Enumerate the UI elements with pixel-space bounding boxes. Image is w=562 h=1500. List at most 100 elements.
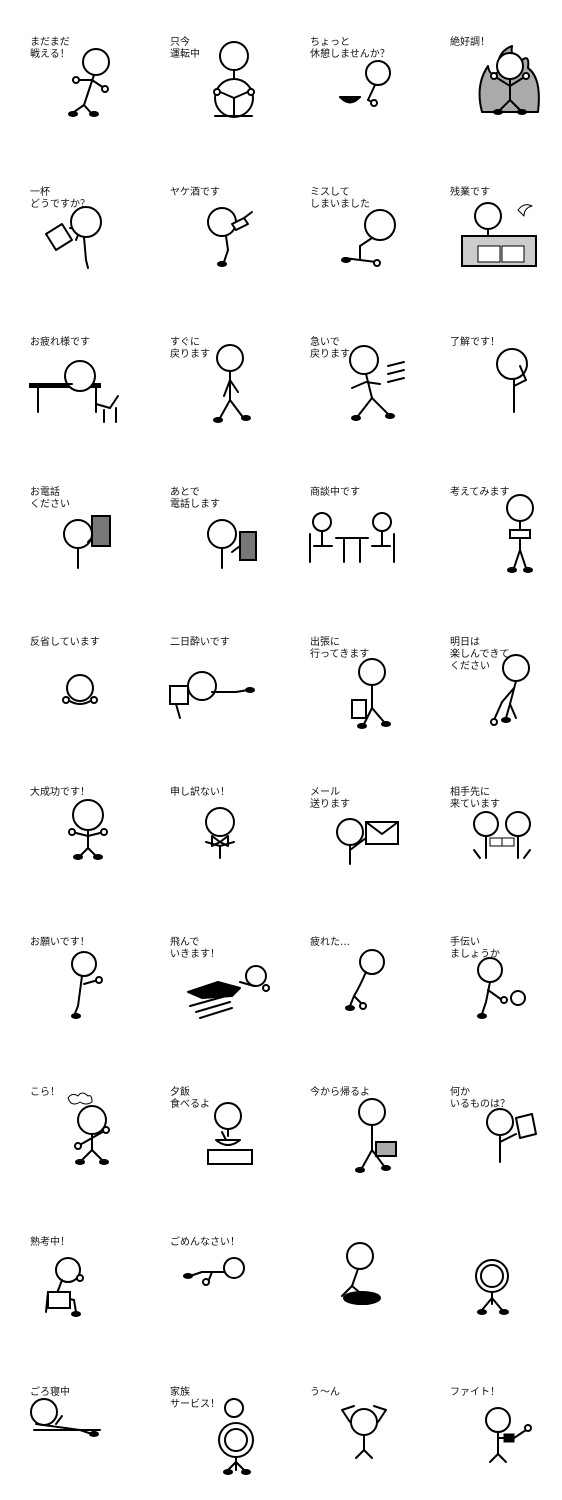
sticker-fight[interactable]: ファイト！ bbox=[420, 1350, 560, 1500]
stick-figure-angry bbox=[67, 1092, 110, 1165]
sticker-angry[interactable]: こら！ bbox=[0, 1050, 140, 1200]
sticker-caption: 急いで 戻ります bbox=[310, 337, 350, 360]
sticker-hole[interactable] bbox=[280, 1200, 420, 1350]
stick-figure-tea-break bbox=[339, 60, 391, 107]
sticker-caption: 絶好調！ bbox=[450, 37, 490, 48]
sticker-caption: 夕飯 食べるよ bbox=[170, 1087, 210, 1110]
sticker-caption: お疲れ様です bbox=[30, 337, 90, 348]
sticker-caption: まだまだ 戦える！ bbox=[30, 37, 70, 60]
stick-figure-holding-phone bbox=[63, 515, 111, 569]
sticker-lying-apology[interactable]: ごめんなさい！ bbox=[140, 1200, 280, 1350]
stick-figure-drinking-bottle bbox=[207, 207, 253, 267]
sticker-caption: 飛んで いきます！ bbox=[170, 937, 220, 960]
stick-figure-walking bbox=[213, 344, 251, 423]
sticker-briefcase-walk[interactable]: 今から帰るよ bbox=[280, 1050, 420, 1200]
stick-figure-running bbox=[349, 345, 405, 421]
stick-figure-lying-nap bbox=[30, 1398, 101, 1437]
stick-figure-toilet-hangover bbox=[169, 671, 255, 719]
sticker-boxing[interactable]: まだまだ 戦える！ bbox=[0, 0, 140, 150]
sticker-caption: 家族 サービス！ bbox=[170, 1387, 220, 1410]
sticker-caption: 相手先に 来ています bbox=[450, 787, 500, 810]
stick-figure-helping-ball bbox=[477, 957, 526, 1019]
sticker-caption: ミスして しまいました bbox=[310, 187, 370, 210]
stick-figure-salute bbox=[496, 348, 528, 413]
sticker-caption: ヤケ酒です bbox=[170, 187, 220, 198]
sticker-drink-offer[interactable]: 一杯 どうですか？ bbox=[0, 150, 140, 300]
sticker-pleading[interactable]: お願いです！ bbox=[0, 900, 140, 1050]
sticker-meeting-table[interactable]: 商談中です bbox=[280, 450, 420, 600]
sticker-tired[interactable]: 疲れた… bbox=[280, 900, 420, 1050]
sticker-flying[interactable]: 飛んで いきます！ bbox=[140, 900, 280, 1050]
sticker-holding-phone[interactable]: お電話 ください bbox=[0, 450, 140, 600]
sticker-helping-ball[interactable]: 手伝い ましょうか bbox=[420, 900, 560, 1050]
sticker-caption: こら！ bbox=[30, 1087, 60, 1098]
stick-figure-briefcase-walk bbox=[355, 1098, 397, 1173]
stick-figure-bow-tie bbox=[205, 807, 235, 859]
stick-figure-golf bbox=[490, 654, 530, 726]
sticker-hands-on-head[interactable]: う〜ん bbox=[280, 1350, 420, 1500]
stick-figure-kneeling-down bbox=[341, 209, 396, 267]
stick-figure-flying bbox=[187, 965, 270, 1019]
sticker-family[interactable]: 家族 サービス！ bbox=[140, 1350, 280, 1500]
sticker-toilet-hangover[interactable]: 二日酔いです bbox=[140, 600, 280, 750]
sticker-phone-side[interactable]: あとで 電話します bbox=[140, 450, 280, 600]
sticker-head-on-desk[interactable]: お疲れ様です bbox=[0, 300, 140, 450]
sticker-caption: ちょっと 休憩しませんか？ bbox=[310, 37, 390, 60]
sticker-arms-crossed[interactable]: 考えてみます bbox=[420, 450, 560, 600]
sticker-lying-nap[interactable]: ごろ寝中 bbox=[0, 1350, 140, 1500]
sticker-caption: ごろ寝中 bbox=[30, 1387, 70, 1398]
sticker-caption: う〜ん bbox=[310, 1387, 340, 1398]
stick-figure-family bbox=[218, 1398, 254, 1475]
stick-figure-business-cards bbox=[473, 811, 531, 859]
sticker-circle-frame[interactable] bbox=[420, 1200, 560, 1350]
sticker-salute[interactable]: 了解です！ bbox=[420, 300, 560, 450]
sticker-running[interactable]: 急いで 戻ります bbox=[280, 300, 420, 450]
sticker-bow-tie[interactable]: 申し訳ない！ bbox=[140, 750, 280, 900]
sticker-arms-up[interactable]: 大成功です！ bbox=[0, 750, 140, 900]
stick-figure-boxing bbox=[68, 48, 110, 117]
stick-figure-on-fire bbox=[478, 45, 540, 115]
sticker-mail[interactable]: メール 送ります bbox=[280, 750, 420, 900]
stick-figure-lying-apology bbox=[183, 1257, 245, 1286]
stick-figure-overtime-desk bbox=[461, 202, 537, 267]
sticker-caption: 只今 運転中 bbox=[170, 37, 200, 60]
stick-figure-hands-on-head bbox=[341, 1405, 387, 1459]
sticker-on-fire[interactable]: 絶好調！ bbox=[420, 0, 560, 150]
sticker-caption: メール 送ります bbox=[310, 787, 350, 810]
sticker-tea-break[interactable]: ちょっと 休憩しませんか？ bbox=[280, 0, 420, 150]
sticker-business-cards[interactable]: 相手先に 来ています bbox=[420, 750, 560, 900]
sticker-caption: 商談中です bbox=[310, 487, 360, 498]
stick-figure-fight bbox=[485, 1407, 532, 1463]
stick-figure-pleading bbox=[71, 951, 103, 1019]
sticker-caption: 熟考中！ bbox=[30, 1237, 70, 1248]
sticker-caption: 了解です！ bbox=[450, 337, 500, 348]
sticker-caption: お願いです！ bbox=[30, 937, 90, 948]
sticker-drinking-bottle[interactable]: ヤケ酒です bbox=[140, 150, 280, 300]
stick-figure-dinner bbox=[207, 1102, 253, 1165]
sticker-thinking-chair[interactable]: 熟考中！ bbox=[0, 1200, 140, 1350]
stick-figure-drink-offer bbox=[45, 206, 102, 269]
sticker-bowing-flat[interactable]: 反省しています bbox=[0, 600, 140, 750]
sticker-caption: ファイト！ bbox=[450, 1387, 500, 1398]
sticker-walking[interactable]: すぐに 戻ります bbox=[140, 300, 280, 450]
stick-figure-thinking-chair bbox=[45, 1257, 84, 1317]
sticker-caption: 二日酔いです bbox=[170, 637, 230, 648]
sticker-caption: すぐに 戻ります bbox=[170, 337, 210, 360]
sticker-memo[interactable]: 何か いるものは？ bbox=[420, 1050, 560, 1200]
sticker-caption: 考えてみます bbox=[450, 487, 510, 498]
sticker-driving[interactable]: 只今 運転中 bbox=[140, 0, 280, 150]
stick-figure-arms-up bbox=[68, 799, 108, 860]
sticker-caption: 一杯 どうですか？ bbox=[30, 187, 90, 210]
sticker-golf[interactable]: 明日は 楽しんできて ください bbox=[420, 600, 560, 750]
sticker-kneeling-down[interactable]: ミスして しまいました bbox=[280, 150, 420, 300]
sticker-overtime-desk[interactable]: 残業です bbox=[420, 150, 560, 300]
stick-figure-memo bbox=[486, 1108, 537, 1163]
sticker-suitcase-walk[interactable]: 出張に 行ってきます bbox=[280, 600, 420, 750]
sticker-caption: 反省しています bbox=[30, 637, 100, 648]
stick-figure-meeting-table bbox=[309, 512, 395, 563]
sticker-caption: 疲れた… bbox=[310, 937, 350, 948]
sticker-caption: ごめんなさい！ bbox=[170, 1237, 240, 1248]
sticker-dinner[interactable]: 夕飯 食べるよ bbox=[140, 1050, 280, 1200]
stick-figure-arms-crossed bbox=[506, 494, 534, 573]
stick-figure-suitcase-walk bbox=[351, 658, 391, 729]
